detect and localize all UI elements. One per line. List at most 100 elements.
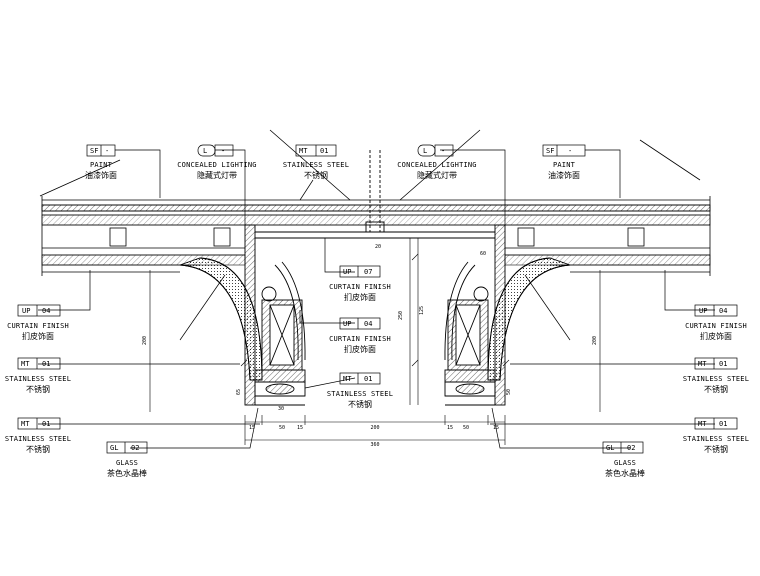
tag-label-cn: 茶色水晶棒 bbox=[107, 468, 147, 478]
tag-steel-right-1: MT 01 STAINLESS STEEL 不锈钢 bbox=[683, 357, 749, 394]
tag-steel-left-2: MT 01 STAINLESS STEEL 不锈钢 bbox=[5, 417, 71, 454]
tag-label-en: PAINT bbox=[553, 161, 576, 169]
tag-code: MT bbox=[698, 360, 707, 368]
tag-code: MT bbox=[698, 420, 707, 428]
tag-code: UP bbox=[343, 320, 351, 328]
tag-label-en: CURTAIN FINISH bbox=[329, 335, 391, 343]
tag-label-en: CURTAIN FINISH bbox=[7, 322, 69, 330]
dim-small-65: 65 bbox=[236, 389, 242, 395]
tag-glass-right: GL 02 GLASS 茶色水晶棒 bbox=[602, 441, 645, 478]
dim-small-50: 50 bbox=[506, 389, 512, 395]
tag-glass-left: GL 02 GLASS 茶色水晶棒 bbox=[106, 441, 148, 478]
tag-label-cn: 扪皮饰面 bbox=[344, 344, 376, 354]
tag-label-cn: 隐藏式灯带 bbox=[417, 170, 457, 180]
tag-code: L bbox=[423, 147, 427, 155]
tag-label-en: GLASS bbox=[614, 459, 636, 467]
tag-code: MT bbox=[299, 147, 308, 155]
dim-small-30: 30 bbox=[278, 406, 284, 412]
dim-seg-15-a: 15 bbox=[249, 425, 255, 431]
tag-label-cn: 不锈钢 bbox=[26, 444, 50, 454]
tag-num: 01 bbox=[42, 360, 50, 368]
tag-lighting-left: L - CONCEALED LIGHTING 隐藏式灯带 bbox=[177, 144, 257, 180]
tag-num: 04 bbox=[719, 307, 727, 315]
tag-code: SF bbox=[546, 147, 554, 155]
tag-num: - bbox=[221, 147, 225, 155]
dim-height-right: 200 bbox=[592, 336, 598, 345]
tag-label-cn: 不锈钢 bbox=[704, 444, 728, 454]
tag-label-cn: 扪皮饰面 bbox=[344, 292, 376, 302]
tag-label-cn: 茶色水晶棒 bbox=[605, 468, 645, 478]
tag-label-en: CURTAIN FINISH bbox=[329, 283, 391, 291]
tag-label-cn: 扪皮饰面 bbox=[22, 331, 54, 341]
tag-num: 02 bbox=[627, 444, 635, 452]
tag-curtain-center-07: UP 07 CURTAIN FINISH 扪皮饰面 bbox=[329, 265, 391, 302]
dimension-lines bbox=[149, 238, 601, 445]
dim-height-250: 250 bbox=[398, 311, 404, 320]
tag-label-cn: 不锈钢 bbox=[348, 399, 372, 409]
tag-code: MT bbox=[343, 375, 352, 383]
tag-code: MT bbox=[21, 360, 30, 368]
tag-label-en: CONCEALED LIGHTING bbox=[177, 161, 256, 169]
tag-code: L bbox=[203, 147, 207, 155]
tag-label-en: STAINLESS STEEL bbox=[283, 161, 349, 169]
tag-label-en: GLASS bbox=[116, 459, 138, 467]
tag-label-en: STAINLESS STEEL bbox=[5, 435, 71, 443]
dim-height-left: 200 bbox=[142, 336, 148, 345]
tag-num: - bbox=[105, 147, 109, 155]
tag-num: 01 bbox=[719, 420, 727, 428]
tag-num: 07 bbox=[364, 268, 372, 276]
tag-paint-left: SF - PAINT 油漆饰面 bbox=[85, 144, 117, 180]
left-cornice bbox=[179, 257, 306, 406]
dim-small-60: 60 bbox=[480, 251, 486, 257]
dim-seg-15-b: 15 bbox=[297, 425, 303, 431]
tag-label-en: STAINLESS STEEL bbox=[327, 390, 393, 398]
tag-label-en: STAINLESS STEEL bbox=[683, 435, 749, 443]
right-cornice bbox=[444, 257, 571, 406]
tag-num: 01 bbox=[719, 360, 727, 368]
dim-small-20: 20 bbox=[375, 244, 381, 250]
tag-steel-right-2: MT 01 STAINLESS STEEL 不锈钢 bbox=[683, 417, 749, 454]
tag-num: 04 bbox=[364, 320, 372, 328]
tag-paint-right: SF - PAINT 油漆饰面 bbox=[542, 144, 586, 180]
tag-num: 02 bbox=[131, 444, 139, 452]
tag-label-cn: 隐藏式灯带 bbox=[197, 170, 237, 180]
tag-code: UP bbox=[343, 268, 351, 276]
tag-label-en: CURTAIN FINISH bbox=[685, 322, 747, 330]
tag-label-cn: 不锈钢 bbox=[304, 170, 328, 180]
tag-label-cn: 油漆饰面 bbox=[85, 170, 117, 180]
dim-total: 360 bbox=[370, 442, 379, 448]
dim-seg-15-d: 15 bbox=[493, 425, 499, 431]
tag-label-en: CONCEALED LIGHTING bbox=[397, 161, 476, 169]
tag-code: GL bbox=[606, 444, 614, 452]
tag-code: GL bbox=[110, 444, 118, 452]
ceiling-layers bbox=[39, 129, 711, 276]
tag-label-en: PAINT bbox=[90, 161, 113, 169]
tag-label-cn: 不锈钢 bbox=[704, 384, 728, 394]
tag-num: 04 bbox=[42, 307, 50, 315]
tag-steel-top: MT 01 STAINLESS STEEL 不锈钢 bbox=[283, 144, 349, 180]
tag-curtain-right: UP 04 CURTAIN FINISH 扪皮饰面 bbox=[685, 304, 747, 341]
tag-lighting-right: L - CONCEALED LIGHTING 隐藏式灯带 bbox=[397, 144, 477, 180]
tag-num: - bbox=[568, 147, 572, 155]
dim-seg-50-a: 50 bbox=[279, 425, 285, 431]
tag-num: - bbox=[441, 147, 445, 155]
tag-label-cn: 扪皮饰面 bbox=[700, 331, 732, 341]
tag-num: 01 bbox=[364, 375, 372, 383]
dim-seg-50-b: 50 bbox=[463, 425, 469, 431]
tag-curtain-center-04: UP 04 CURTAIN FINISH 扪皮饰面 bbox=[329, 317, 391, 354]
leader-lines bbox=[38, 149, 715, 449]
dimension-texts: 360 200 15 50 15 15 50 15 250 125 200 20… bbox=[142, 244, 598, 448]
tag-steel-left-1: MT 01 STAINLESS STEEL 不锈钢 bbox=[5, 357, 71, 394]
tag-label-cn: 不锈钢 bbox=[26, 384, 50, 394]
tag-code: MT bbox=[21, 420, 30, 428]
tag-num: 01 bbox=[42, 420, 50, 428]
tag-steel-center: MT 01 STAINLESS STEEL 不锈钢 bbox=[327, 372, 393, 409]
tag-code: UP bbox=[699, 307, 707, 315]
tag-code: SF bbox=[90, 147, 98, 155]
tag-num: 01 bbox=[320, 147, 328, 155]
tag-label-en: STAINLESS STEEL bbox=[5, 375, 71, 383]
tag-curtain-left: UP 04 CURTAIN FINISH 扪皮饰面 bbox=[7, 304, 69, 341]
dim-seg-15-c: 15 bbox=[447, 425, 453, 431]
dim-center: 200 bbox=[370, 425, 379, 431]
